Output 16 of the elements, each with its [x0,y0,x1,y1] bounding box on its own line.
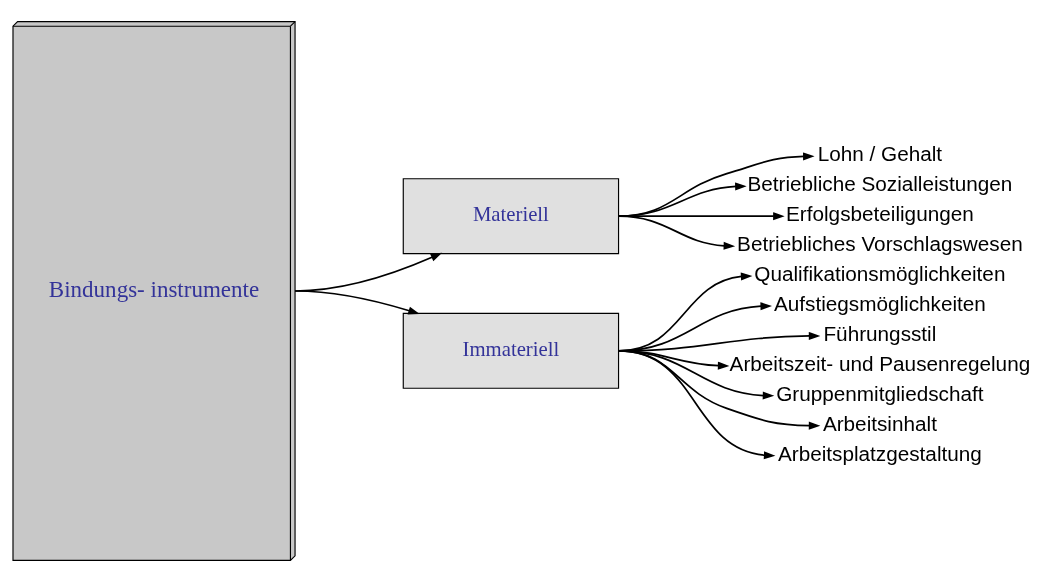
node-text: Arbeitsplatzgestaltung [777,441,982,465]
node-text: Arbeitsinhalt [822,411,937,435]
node-text: Gruppenmitgliedschaft [776,381,984,405]
node-text: Qualifikationsmöglichkeiten [754,261,1006,285]
node-box: Immateriell [402,312,620,389]
node-text: Aufstiegsmöglichkeiten [773,291,986,315]
node-text: Erfolgsbeteiligungen [786,201,974,225]
node-box: Materiell [402,177,620,254]
node-text: Arbeitszeit- und Pausenregelung [729,351,1031,375]
arrow [617,214,736,250]
node-text: Lohn / Gehalt [817,141,943,165]
node-text: Betriebliches Vorschlagswesen [737,231,1023,255]
node-text: Betriebliche Sozialleistungen [747,171,1013,195]
node-text: Führungsstil [823,321,937,345]
arrow [294,289,420,314]
arrow [617,349,776,459]
